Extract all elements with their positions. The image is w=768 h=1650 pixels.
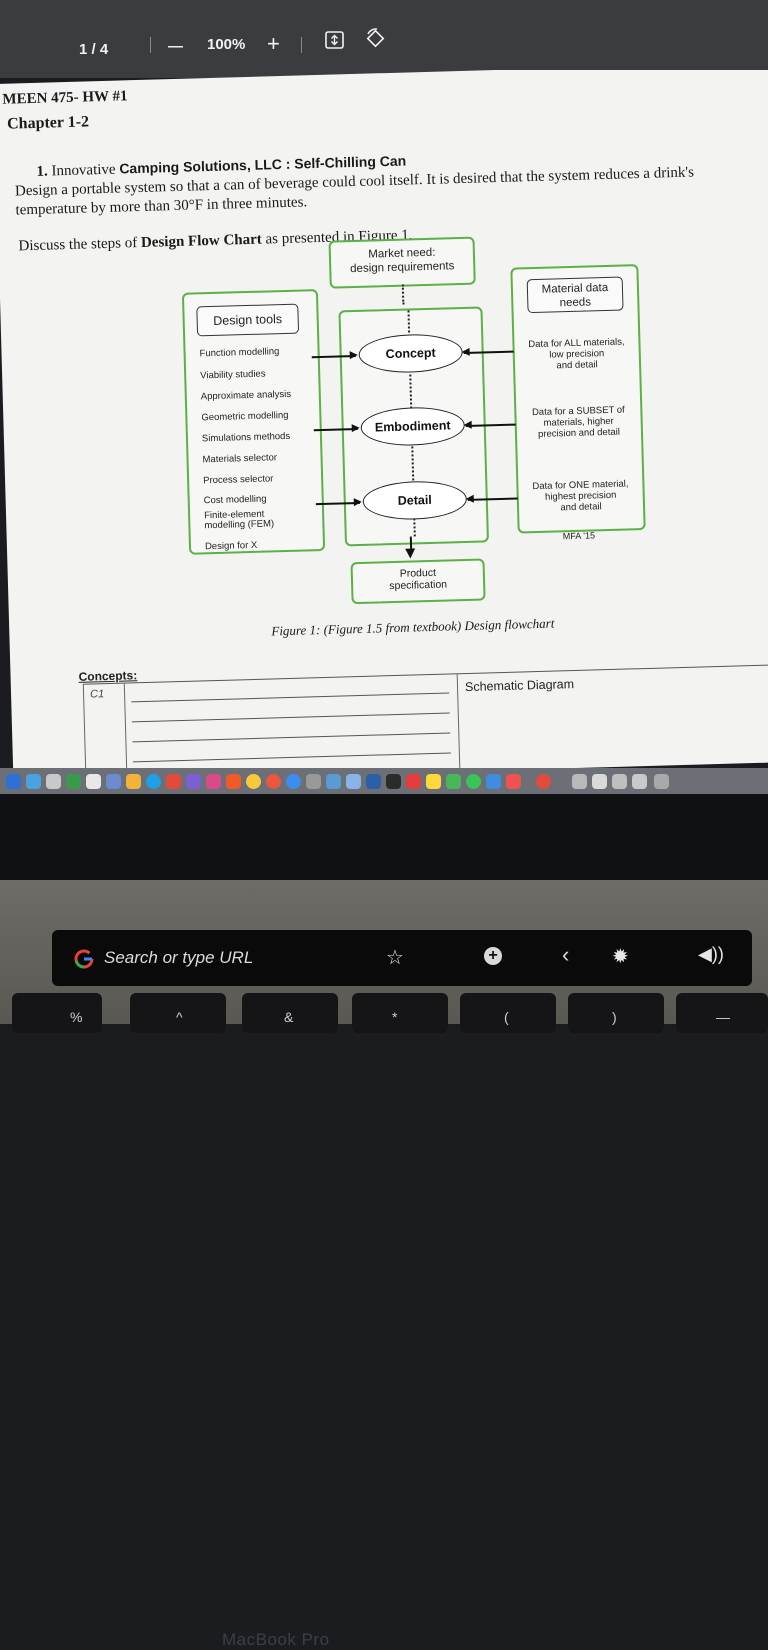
concepts-table: C1 Schematic Diagram	[82, 663, 768, 785]
market-need-label: Market need: design requirements	[350, 246, 455, 276]
design-tools-panel: Design tools Function modelling Viabilit…	[181, 289, 326, 555]
material-data-panel: Material data needs Data for ALL materia…	[510, 264, 646, 534]
product-spec-box: Product specification	[350, 558, 486, 605]
material-note-embodiment: Data for a SUBSET of materials, higher p…	[531, 404, 625, 440]
google-g-icon	[74, 949, 94, 969]
app-icon[interactable]	[572, 774, 587, 789]
flow-connector	[401, 284, 405, 305]
zoom-in-button[interactable]: +	[267, 31, 280, 56]
key[interactable]: —	[676, 993, 768, 1033]
app-icon[interactable]	[536, 774, 551, 789]
rotate-icon[interactable]	[364, 27, 388, 51]
arrow-tools-to-detail	[315, 501, 360, 505]
app-icon[interactable]	[106, 774, 121, 789]
app-icon[interactable]	[166, 774, 181, 789]
design-tools-title: Design tools	[196, 303, 300, 337]
figure-credit: MFA '15	[562, 530, 596, 542]
document-viewport[interactable]: MEEN 475- HW #1 Chapter 1-2 1. Innovativ…	[0, 70, 768, 785]
finder-icon[interactable]	[6, 774, 21, 789]
arrow-tools-to-concept	[311, 355, 356, 358]
tool-item: Materials selector	[202, 452, 278, 466]
app-icon[interactable]	[306, 774, 321, 789]
app-icon[interactable]	[366, 774, 381, 789]
material-data-title: Material data needs	[526, 276, 624, 314]
app-icon[interactable]	[186, 774, 201, 789]
app-icon[interactable]	[246, 774, 261, 789]
zoom-level[interactable]: 100%	[207, 36, 246, 53]
app-icon[interactable]	[486, 774, 501, 789]
tool-item: Geometric modelling	[201, 409, 289, 424]
key[interactable]: *	[352, 993, 448, 1033]
answer-line[interactable]	[132, 732, 451, 743]
brightness-icon[interactable]: ✹	[612, 946, 629, 968]
app-icon[interactable]	[286, 774, 301, 789]
answer-line[interactable]	[131, 692, 450, 703]
tool-item: Process selector	[203, 473, 274, 487]
app-icon[interactable]	[66, 774, 81, 789]
tool-item: Function modelling	[199, 346, 280, 360]
key[interactable]: )	[568, 993, 664, 1033]
toolbar-divider	[301, 37, 302, 53]
app-icon[interactable]	[592, 774, 607, 789]
answer-line[interactable]	[131, 712, 450, 723]
brand-label: MacBook Pro	[222, 1630, 330, 1649]
bookmark-star-icon[interactable]: ☆	[386, 947, 404, 969]
volume-icon[interactable]: ◀))	[698, 944, 724, 964]
touch-bar	[52, 930, 752, 986]
app-icon[interactable]	[346, 774, 361, 789]
touchbar-search[interactable]: Search or type URL	[104, 948, 254, 967]
tool-item: Design for X	[204, 539, 258, 553]
arrow-tools-to-embodiment	[313, 427, 358, 431]
document-page: MEEN 475- HW #1 Chapter 1-2 1. Innovativ…	[0, 70, 768, 785]
tool-item: Viability studies	[200, 368, 266, 382]
trash-icon[interactable]	[654, 774, 669, 789]
app-icon[interactable]	[226, 774, 241, 789]
tool-item: Finite-element modelling (FEM)	[203, 508, 275, 532]
arrow-data-to-concept	[463, 350, 514, 354]
material-note-concept: Data for ALL materials, low precision an…	[528, 336, 625, 372]
pdf-app-icon[interactable]	[406, 774, 421, 789]
app-icon[interactable]	[86, 774, 101, 789]
app-icon[interactable]	[206, 774, 221, 789]
fit-page-icon[interactable]	[324, 30, 346, 50]
app-icon[interactable]	[632, 774, 647, 789]
arrow-data-to-detail	[467, 497, 518, 501]
app-icon[interactable]	[446, 774, 461, 789]
key[interactable]: %	[12, 993, 102, 1033]
tool-item: Approximate analysis	[200, 388, 292, 403]
key[interactable]: ^	[130, 993, 226, 1033]
browser-icon[interactable]	[146, 774, 161, 789]
arrow-data-to-embodiment	[465, 423, 516, 427]
app-icon[interactable]	[466, 774, 481, 789]
key[interactable]: (	[460, 993, 556, 1033]
app-icon[interactable]	[26, 774, 41, 789]
chevron-left-icon[interactable]: ‹	[562, 942, 570, 967]
market-need-box: Market need: design requirements	[328, 236, 476, 289]
schematic-diagram-label: Schematic Diagram	[464, 677, 575, 695]
key[interactable]: &	[242, 993, 338, 1033]
new-tab-icon[interactable]: +	[484, 947, 502, 965]
answer-line[interactable]	[132, 752, 451, 763]
tool-item: Simulations methods	[201, 430, 291, 445]
app-icon[interactable]	[386, 774, 401, 789]
app-icon[interactable]	[126, 774, 141, 789]
pdf-toolbar: 1 / 4 — 100% +	[0, 0, 768, 78]
tool-item: Cost modelling	[203, 493, 267, 507]
screen-bezel: MacBook Pro	[0, 794, 768, 1649]
app-icon[interactable]	[326, 774, 341, 789]
mac-dock	[0, 768, 768, 794]
concept-c1-label: C1	[89, 688, 105, 701]
product-spec-label: Product specification	[389, 566, 448, 593]
app-icon[interactable]	[266, 774, 281, 789]
zoom-out-button[interactable]: —	[168, 38, 183, 55]
material-note-detail: Data for ONE material, highest precision…	[532, 478, 629, 514]
toolbar-divider	[150, 37, 151, 53]
page-indicator[interactable]: 1 / 4	[79, 41, 109, 58]
app-icon[interactable]	[426, 774, 441, 789]
app-icon[interactable]	[46, 774, 61, 789]
app-icon[interactable]	[506, 774, 521, 789]
app-icon[interactable]	[612, 774, 627, 789]
arrow-to-spec-head	[405, 548, 416, 559]
